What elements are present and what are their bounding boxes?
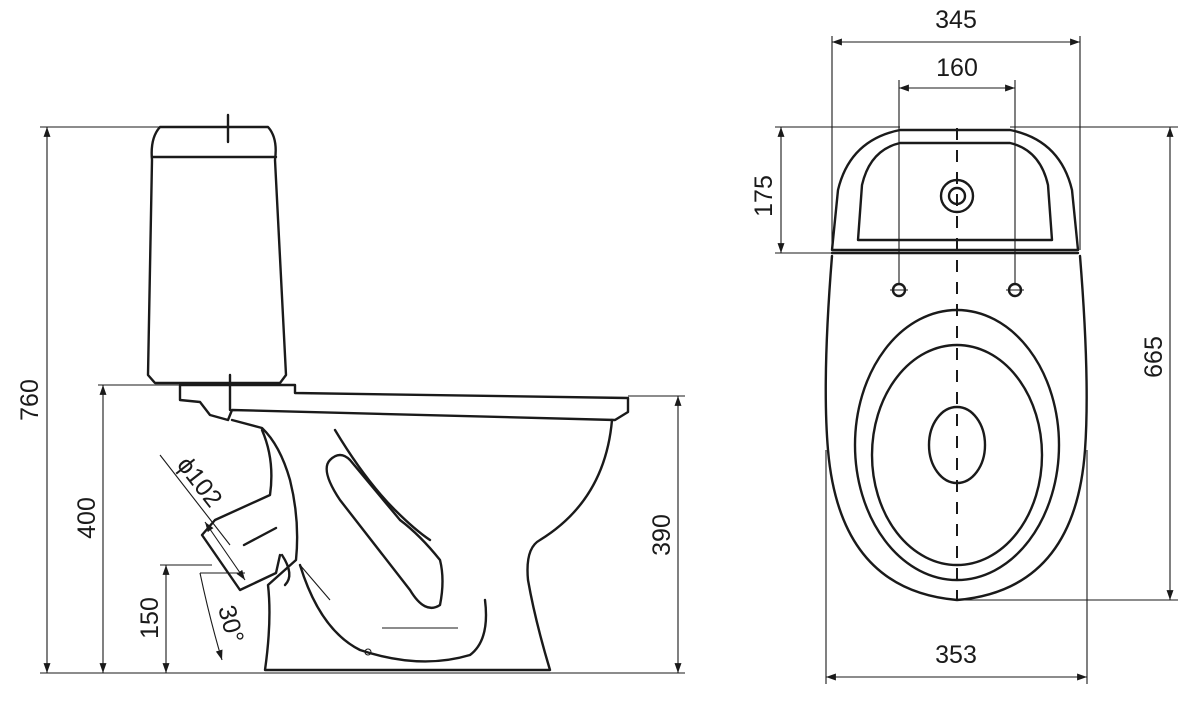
dim-outlet-diameter: ϕ102 xyxy=(171,451,227,512)
dim-tank-width: 345 xyxy=(935,6,977,34)
top-tank xyxy=(830,128,1080,252)
dim-total-depth: 665 xyxy=(1140,336,1168,378)
dim-bowl-width: 353 xyxy=(935,641,977,669)
dim-bolt-spacing: 160 xyxy=(936,54,978,82)
dim-outlet-angle: 30° xyxy=(212,602,249,646)
top-view: 345 160 175 665 353 xyxy=(750,6,1178,684)
side-bowl-body xyxy=(230,418,614,672)
dim-bowl-height: 390 xyxy=(648,514,676,556)
dim-total-height: 760 xyxy=(16,379,44,421)
dim-tank-depth: 175 xyxy=(750,175,778,217)
side-rim xyxy=(178,383,630,422)
side-view: ϕ102 30° 760 400 150 390 xyxy=(16,113,685,674)
side-outlet-pipe xyxy=(200,428,282,592)
side-tank xyxy=(146,125,288,385)
side-trap xyxy=(325,453,444,610)
dim-outlet-height: 150 xyxy=(136,597,164,639)
dim-seat-height: 400 xyxy=(73,497,101,539)
